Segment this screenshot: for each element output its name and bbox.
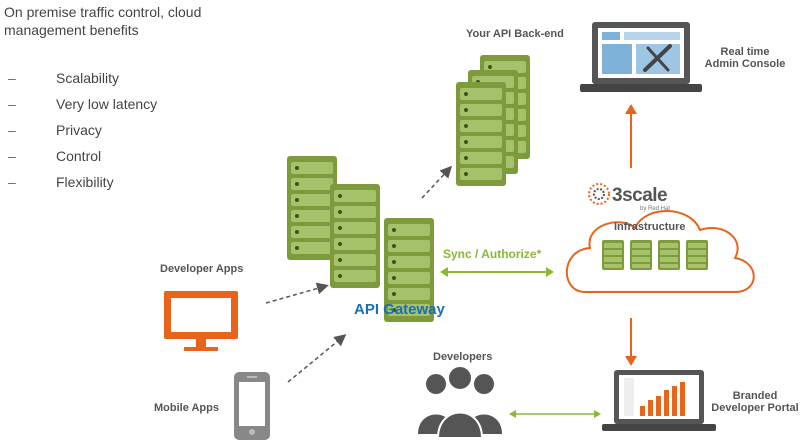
mobile-to-gateway-arrow — [287, 334, 347, 383]
benefit-bullet: – — [8, 122, 16, 138]
portal-laptop-icon — [602, 370, 716, 431]
developer-apps-label: Developer Apps — [160, 263, 244, 275]
cloud-to-admin-arrow — [625, 104, 637, 168]
sync-arrow — [440, 267, 554, 277]
laptop-icon — [580, 22, 702, 92]
infrastructure-label: Infrastructure — [614, 221, 686, 233]
developer-portal-label: Branded Developer Portal — [708, 390, 802, 414]
3scale-logo-icon — [588, 183, 610, 205]
devapps-to-gateway-arrow — [265, 282, 329, 304]
sync-authorize-label: Sync / Authorize* — [443, 247, 542, 261]
benefit-bullet: – — [8, 148, 16, 164]
smartphone-icon — [234, 372, 270, 440]
benefit-item: – Very low latency — [8, 96, 157, 122]
admin-console-label: Real time Admin Console — [700, 46, 790, 70]
benefits-list: –Scalability –Very low latency –Privacy … — [8, 70, 157, 200]
benefit-item: – Privacy — [8, 122, 157, 148]
backend-label: Your API Back-end — [466, 28, 564, 40]
intro-line-2: management benefits — [4, 22, 139, 38]
3scale-brand: 3scale — [612, 185, 668, 206]
benefit-text: Privacy — [56, 122, 102, 138]
benefit-item: – Scalability — [8, 70, 157, 96]
benefit-text: Scalability — [56, 70, 120, 86]
3scale-tagline: by Red Hat — [640, 206, 671, 212]
gateway-to-backend-arrow — [421, 165, 453, 199]
benefit-item: – Control — [8, 148, 157, 174]
benefit-text: Control — [56, 148, 102, 164]
intro-text: On premise traffic control, cloud manage… — [4, 3, 264, 39]
admin-label-line-1: Real time — [720, 46, 770, 58]
benefit-item: – Flexibility — [8, 174, 157, 200]
cloud-to-portal-arrow — [625, 318, 637, 366]
developers-portal-arrow — [509, 410, 601, 418]
backend-servers-icon — [456, 55, 530, 186]
benefit-bullet: – — [8, 174, 16, 190]
api-gateway-label: API Gateway — [354, 301, 445, 318]
mobile-apps-label: Mobile Apps — [154, 402, 219, 414]
benefit-text: Flexibility — [56, 174, 114, 190]
benefit-bullet: – — [8, 70, 16, 86]
portal-label-line-2: Developer Portal — [711, 402, 799, 414]
gateway-servers-icon — [287, 156, 434, 322]
monitor-icon — [164, 291, 238, 351]
developers-label: Developers — [433, 351, 493, 363]
benefit-bullet: – — [8, 96, 16, 112]
intro-line-1: On premise traffic control, cloud — [4, 4, 202, 20]
portal-label-line-1: Branded — [732, 390, 778, 402]
admin-label-line-2: Admin Console — [704, 58, 786, 70]
benefit-text: Very low latency — [56, 96, 158, 112]
people-icon — [418, 365, 502, 439]
